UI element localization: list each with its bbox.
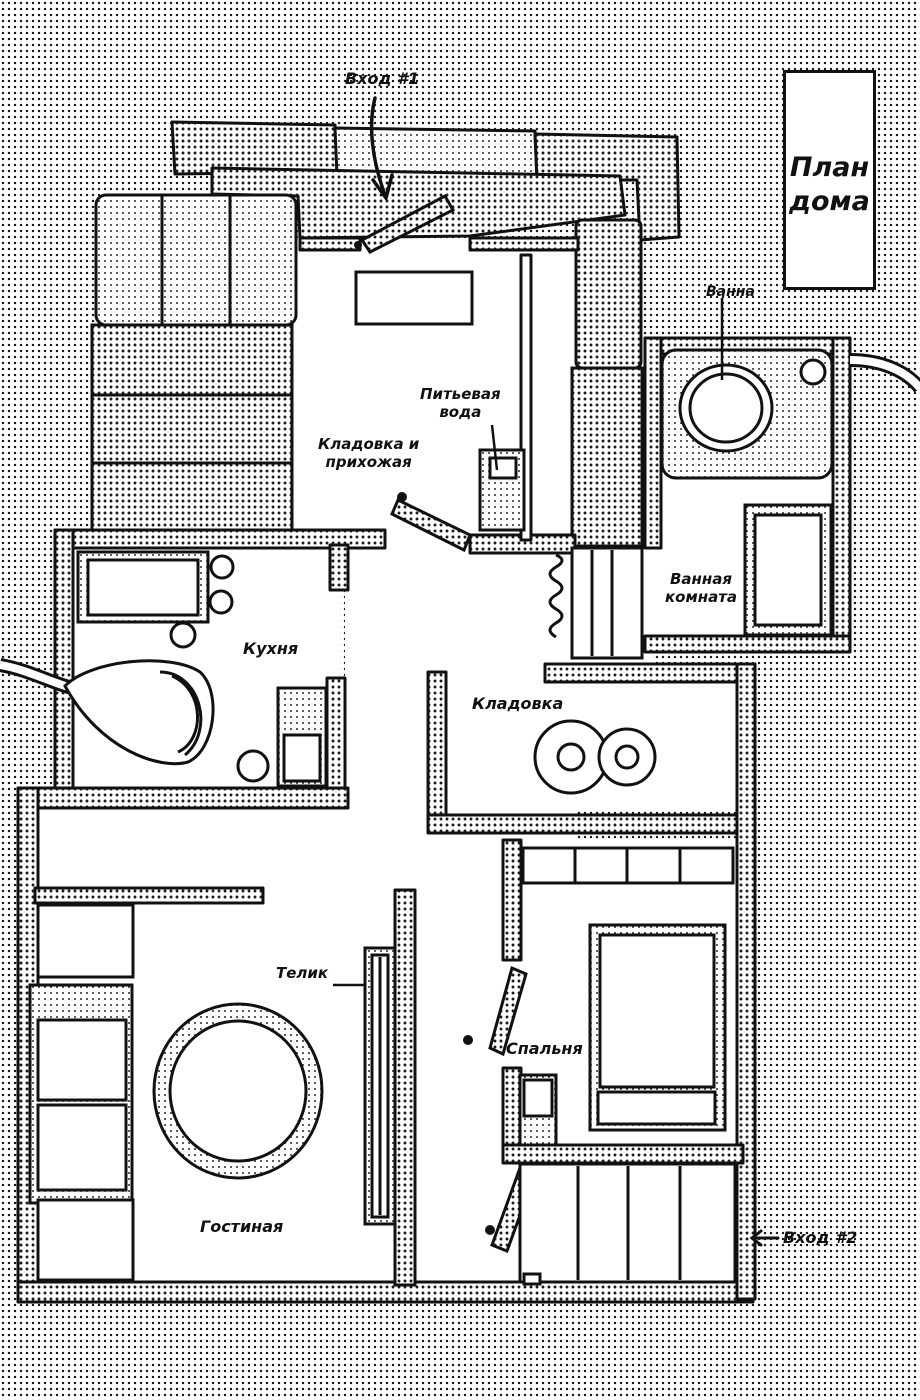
label-bedroom: Спальня: [506, 1039, 583, 1058]
hall-pillar: [570, 218, 644, 548]
label-living-room: Гостиная: [200, 1217, 284, 1236]
label-kitchen: Кухня: [243, 639, 299, 658]
entrance-2-arrow: [749, 1229, 780, 1247]
label-storage-hall-line-1: Кладовка и: [318, 435, 420, 453]
label-drinking-water-line-2: вода: [439, 403, 482, 421]
label-bath: Ванна: [706, 284, 755, 300]
label-pantry: Кладовка: [472, 694, 564, 713]
title-box: План дома: [783, 70, 876, 290]
label-drinking-water-line-1: Питьевая: [420, 385, 501, 403]
entrance-1-arrow: [369, 96, 394, 203]
label-entrance-1: Вход #1: [345, 69, 420, 88]
entrance-porch: [170, 120, 681, 242]
fixtures: [28, 270, 834, 1286]
hall-shelves: [90, 193, 298, 532]
title-line-1: План: [789, 152, 870, 183]
title-line-2: дома: [789, 186, 870, 217]
label-tv: Телик: [276, 964, 329, 982]
label-drinking-water: Питьевая вода: [420, 385, 501, 421]
label-bathroom-line-2: комната: [665, 588, 738, 606]
label-storage-hall: Кладовка и прихожая: [318, 435, 419, 471]
label-bathroom: Ванная комната: [665, 570, 737, 606]
plan-title: План дома: [786, 151, 873, 219]
label-entrance-2: Вход #2: [783, 1228, 858, 1247]
label-bathroom-line-1: Ванная: [670, 570, 733, 588]
walls: [16, 236, 852, 1304]
label-storage-hall-line-2: прихожая: [325, 453, 412, 471]
